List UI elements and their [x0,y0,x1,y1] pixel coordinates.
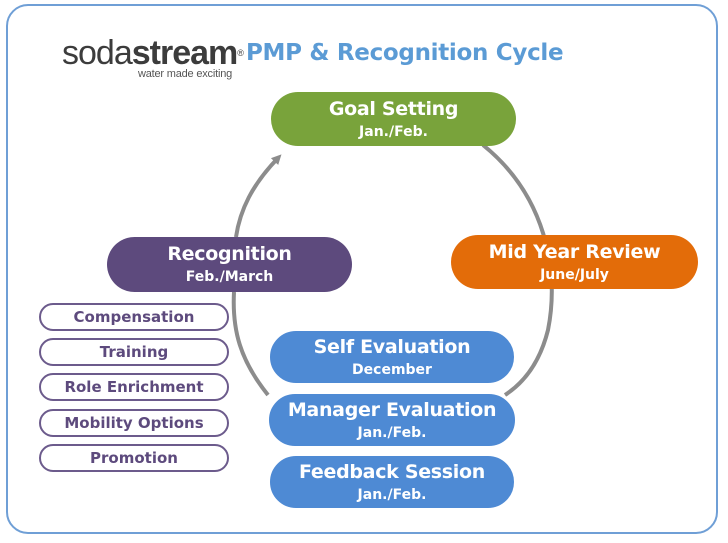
stage-period: Jan./Feb. [357,424,427,441]
page-title: PMP & Recognition Cycle [246,40,564,66]
logo-tagline: water made exciting [138,68,233,80]
stage-label: Feedback Session [299,460,485,483]
sodastream-logo: sodastream® water made exciting [62,34,244,80]
stage-label: Self Evaluation [313,335,471,358]
stage-period: December [352,361,432,378]
recognition-option-mobility-options: Mobility Options [39,409,229,437]
logo-wordmark: sodastream® [62,34,244,72]
stage-label: Manager Evaluation [287,398,497,421]
stage-label: Goal Setting [328,97,459,120]
stage-period: Jan./Feb. [359,123,428,140]
stage-goal-setting: Goal Setting Jan./Feb. [271,92,516,146]
stage-mid-year-review: Mid Year Review June/July [451,235,698,289]
stage-period: Jan./Feb. [357,486,427,503]
stage-recognition: Recognition Feb./March [107,237,352,292]
recognition-option-compensation: Compensation [39,303,229,331]
recognition-option-role-enrichment: Role Enrichment [39,373,229,401]
cycle-arc-right [481,143,554,397]
stage-label: Mid Year Review [488,240,661,263]
stage-label: Recognition [167,243,292,265]
recognition-option-promotion: Promotion [39,444,229,472]
stage-period: June/July [540,266,609,283]
stage-feedback-session: Feedback Session Jan./Feb. [268,454,516,510]
cycle-arc-left [231,158,278,397]
slide-frame [6,4,718,534]
stage-period: Feb./March [185,269,274,285]
recognition-option-training: Training [39,338,229,366]
stage-manager-evaluation: Manager Evaluation Jan./Feb. [267,392,517,448]
stage-self-evaluation: Self Evaluation December [268,329,516,385]
